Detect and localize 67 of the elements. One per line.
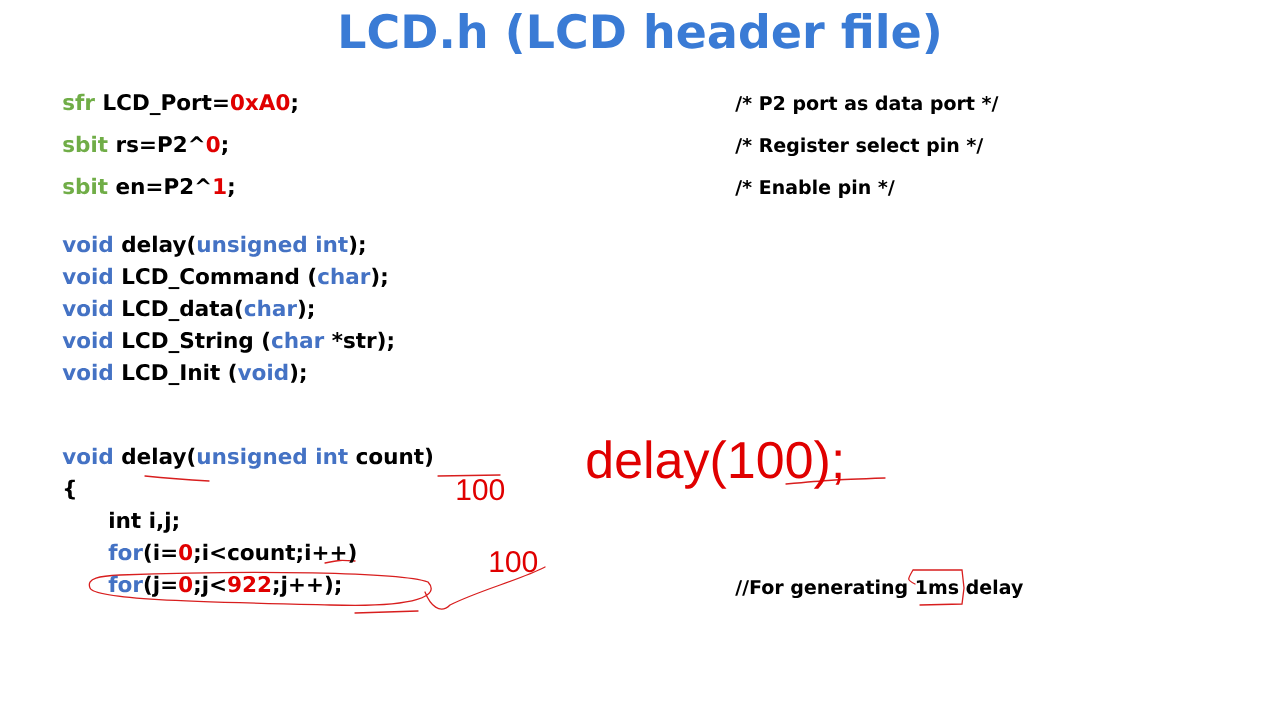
label: ;i<count;i++) — [194, 543, 356, 564]
handwritten-note: 100 — [490, 551, 538, 573]
label: unsigned int — [197, 447, 348, 469]
label: void — [62, 299, 112, 317]
code-comment: //For generating 1ms delay — [735, 579, 1023, 599]
code-line: void delay(unsigned int); — [62, 235, 365, 257]
label: for — [108, 543, 143, 561]
label: LCD_Command ( — [123, 267, 316, 290]
label: ); — [298, 299, 314, 320]
label: 0 — [179, 576, 193, 593]
code-line: void LCD_String (char *str); — [62, 331, 393, 354]
label: LCD_Port= — [104, 94, 228, 116]
label: char — [318, 267, 371, 285]
label: LCD_Init ( — [123, 363, 236, 386]
code-line: void delay(unsigned int count) — [62, 447, 433, 469]
code-line: sfr LCD_Port=0xA0; — [63, 93, 297, 116]
label: LCD_data( — [123, 299, 243, 322]
label: void — [62, 267, 112, 285]
label: ;j< — [194, 575, 225, 597]
code-comment: /* P2 port as data port */ — [735, 95, 999, 114]
label: ; — [291, 98, 297, 114]
code-line: { — [64, 479, 75, 500]
label: char — [271, 331, 325, 349]
label: sfr — [63, 93, 95, 111]
label: rs=P2^ — [117, 136, 204, 153]
label: void — [237, 363, 288, 381]
label: void — [62, 447, 112, 465]
code-line: void LCD_data(char); — [62, 299, 313, 322]
code-line: int i,j; — [110, 511, 178, 533]
label: *str); — [332, 331, 393, 352]
code-line: sbit en=P2^ 1; — [63, 177, 234, 198]
label: en=P2^ — [116, 178, 210, 195]
label: 0xA0 — [230, 94, 290, 111]
handwritten-note: delay(100); — [587, 440, 841, 489]
label: unsigned int — [197, 235, 348, 257]
label: 1 — [214, 178, 226, 194]
slide-title: LCD.h (LCD header file) — [341, 13, 939, 55]
label: ); — [372, 267, 387, 288]
label: 0 — [206, 136, 220, 153]
label: ); — [349, 235, 365, 256]
code-comment: /* Register select pin */ — [735, 137, 984, 157]
label: LCD_String ( — [123, 331, 270, 354]
label: (j= — [144, 575, 176, 597]
label: sbit — [63, 135, 108, 153]
code-line: void LCD_Command (char); — [62, 267, 387, 290]
label: ; — [228, 182, 234, 198]
code-line: for(j=0;j<922;j++); — [108, 575, 340, 597]
label: char — [244, 299, 297, 317]
label: void — [62, 331, 112, 349]
code-line: for(i=0;i<count;i++) — [108, 543, 356, 564]
label: 0 — [179, 544, 193, 561]
label: sbit — [63, 177, 108, 195]
label: delay( — [122, 235, 195, 257]
label: count) — [356, 447, 433, 467]
label: 922 — [228, 576, 271, 593]
label: for — [108, 575, 143, 593]
label: ;j++); — [273, 575, 340, 597]
label: delay( — [122, 447, 195, 469]
label: ); — [290, 363, 306, 384]
code-line: sbit rs=P2^0; — [63, 135, 227, 156]
code-line: void LCD_Init (void ); — [62, 363, 306, 386]
label: ; — [221, 140, 227, 156]
code-comment: /* Enable pin */ — [735, 179, 895, 198]
label: (i= — [144, 543, 176, 563]
label: void — [62, 235, 112, 253]
label: void — [62, 363, 112, 381]
handwritten-note: 100 — [457, 479, 505, 501]
